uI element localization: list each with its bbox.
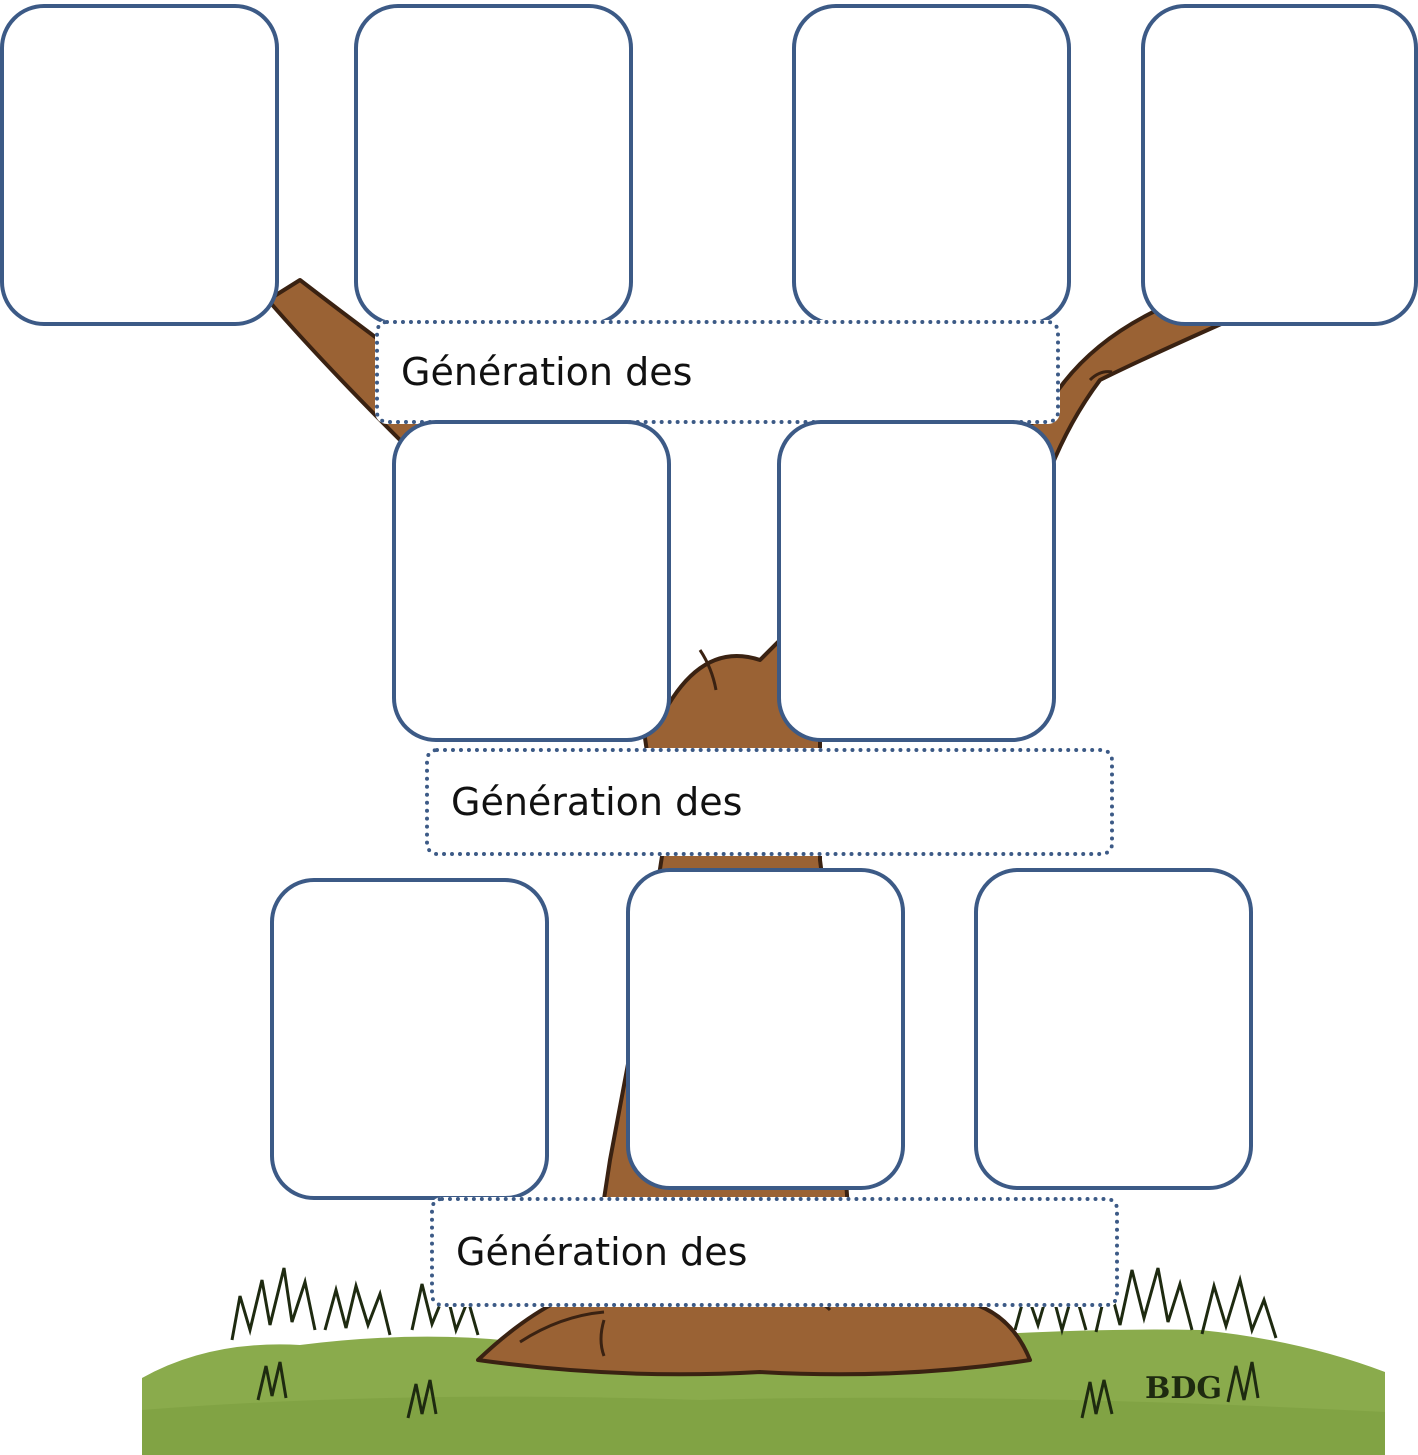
photo-frame-grandparent-1[interactable] xyxy=(0,4,279,326)
photo-frame-grandparent-2[interactable] xyxy=(354,4,633,326)
bark-marks xyxy=(519,370,1113,1357)
photo-frame-grandparent-4[interactable] xyxy=(1141,4,1418,326)
photo-frame-child-2[interactable] xyxy=(626,868,905,1190)
generation-label-text: Génération des xyxy=(451,780,743,824)
photo-frame-child-1[interactable] xyxy=(270,878,549,1200)
generation-label-2[interactable]: Génération des xyxy=(425,748,1114,856)
photo-frame-parent-2[interactable] xyxy=(777,420,1056,742)
photo-frame-parent-1[interactable] xyxy=(392,420,671,742)
generation-label-3[interactable]: Génération des xyxy=(430,1197,1119,1307)
photo-frame-grandparent-3[interactable] xyxy=(792,4,1071,326)
photo-frame-child-3[interactable] xyxy=(974,868,1253,1190)
generation-label-text: Génération des xyxy=(401,350,693,394)
artist-signature: BDG xyxy=(1145,1371,1222,1406)
generation-label-1[interactable]: Génération des xyxy=(375,320,1060,424)
generation-label-text: Génération des xyxy=(456,1230,748,1274)
